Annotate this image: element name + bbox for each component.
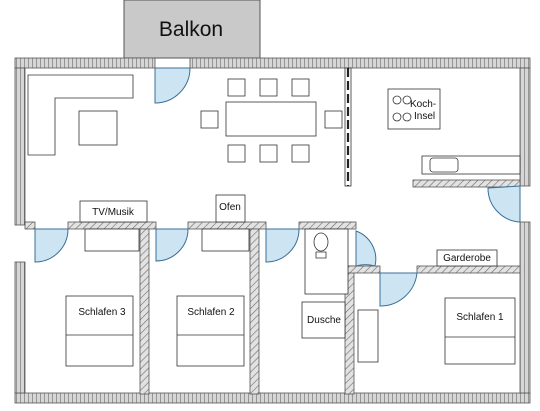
chair xyxy=(259,78,278,97)
dusche-label: Dusche xyxy=(307,315,341,326)
wall-schlafen1-top xyxy=(416,265,521,274)
tv-musik-unit xyxy=(79,200,148,223)
furniture xyxy=(27,74,521,367)
interior-walls xyxy=(24,67,521,395)
wall-kitchen xyxy=(412,179,521,188)
wall-dusche-top xyxy=(298,221,357,230)
door-entrance xyxy=(487,185,521,223)
door-balkon xyxy=(154,67,191,104)
balkon-area xyxy=(123,0,261,59)
cooktop-burner xyxy=(392,95,402,105)
bed-schlafen2 xyxy=(176,295,245,367)
dining-table xyxy=(225,101,317,137)
balkon-label: Balkon xyxy=(159,18,223,41)
wall-between-s3-s2 xyxy=(139,228,150,395)
wall-garderobe-stub xyxy=(344,265,381,274)
wall-top-left xyxy=(14,57,156,69)
chair xyxy=(324,110,343,129)
wall-between-s2-bath xyxy=(249,228,260,395)
toilet-icon xyxy=(313,232,329,252)
ofen-label: Ofen xyxy=(219,202,241,213)
door-hall xyxy=(355,230,377,267)
dusche-box xyxy=(301,301,346,339)
sofa xyxy=(27,74,134,156)
koch-insel-label-line1: Koch- xyxy=(410,99,436,110)
cooktop-burner xyxy=(402,95,412,105)
schlafen-3-label: Schlafen 3 xyxy=(78,307,126,318)
room-labels: Koch- Insel TV/Musik Ofen Garderobe Schl… xyxy=(78,99,504,326)
outer-walls xyxy=(14,57,531,404)
toilet-tank xyxy=(315,251,327,259)
chair xyxy=(259,144,278,163)
bed-schlafen3 xyxy=(65,295,134,367)
chair xyxy=(291,144,310,163)
wardrobe-schlafen2 xyxy=(201,228,250,252)
tv-musik-label: TV/Musik xyxy=(92,207,135,218)
chair xyxy=(200,110,219,129)
wall-schlafen3-top xyxy=(67,221,157,230)
chair xyxy=(291,78,310,97)
wall-schlafen2-top xyxy=(187,221,267,230)
ofen xyxy=(215,194,246,223)
doors xyxy=(34,67,521,307)
wall-right-lower xyxy=(519,221,531,394)
coffee-table xyxy=(78,110,118,146)
door-schlafen3 xyxy=(34,228,69,263)
sink xyxy=(429,157,459,173)
chair xyxy=(227,78,246,97)
wall-bottom xyxy=(14,392,531,404)
bathroom-cabinet xyxy=(357,309,379,363)
garderobe-label: Garderobe xyxy=(443,253,491,264)
wall-right-upper xyxy=(519,67,531,187)
wall-stub-left xyxy=(24,221,36,230)
cooktop-burner xyxy=(392,112,402,122)
koch-insel-label-line2: Insel xyxy=(414,111,435,122)
garderobe-unit xyxy=(436,249,498,267)
door-bathroom xyxy=(265,228,300,263)
schlafen-1-label: Schlafen 1 xyxy=(456,312,504,323)
door-schlafen1 xyxy=(379,272,418,307)
wall-left-lower xyxy=(14,261,26,394)
door-schlafen2 xyxy=(155,228,189,262)
chair xyxy=(227,144,246,163)
schlafen-2-label: Schlafen 2 xyxy=(187,307,235,318)
balkon: Balkon xyxy=(123,0,261,59)
bed-schlafen1 xyxy=(444,297,516,365)
cooktop-burner xyxy=(402,112,412,122)
wall-top-right xyxy=(189,57,531,69)
wall-left-upper xyxy=(14,67,26,226)
wardrobe-schlafen3 xyxy=(84,228,140,252)
